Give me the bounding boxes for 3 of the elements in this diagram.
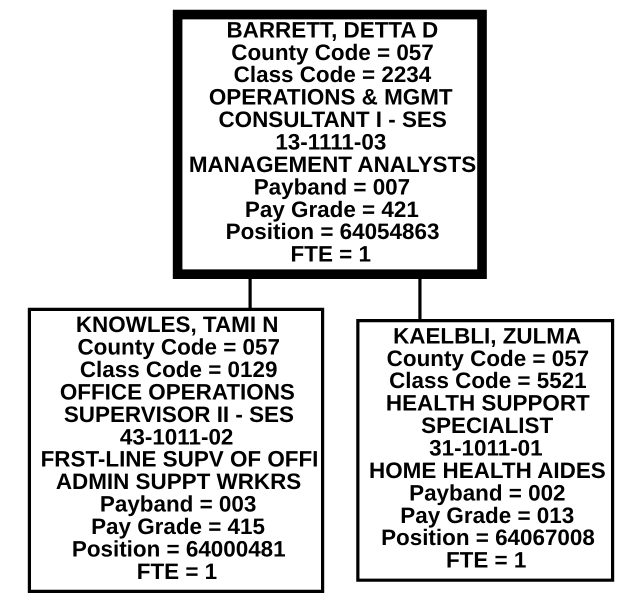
node-box: KNOWLES, TAMI N County Code = 057 Class Code = 0129 OFFICE OPERATIONS SUPERVISOR II - SES 43-1011-02 FRST-LINE SUPV OF OFFI ADMIN SUPPT WRKRS Payband = 003 Pay Grade = 415 Position = 64000481 FTE = 1: [27, 308, 324, 593]
node-box: KAELBLI, ZULMA County Code = 057 Class Code = 5521 HEALTH SUPPORT SPECIALIST 31-1011-01 HOME HEALTH AIDES Payband = 002 Pay Grade = 013 Position = 64067008 FTE = 1: [356, 319, 614, 582]
node-box: BARRETT, DETTA D County Code = 057 Class Code = 2234 OPERATIONS & MGMT CONSULTANT I - SES 13-1111-03 MANAGEMENT ANALYSTS Payband = 007 Pay Grade = 421 Position = 64054863 FTE = 1: [172, 10, 486, 279]
